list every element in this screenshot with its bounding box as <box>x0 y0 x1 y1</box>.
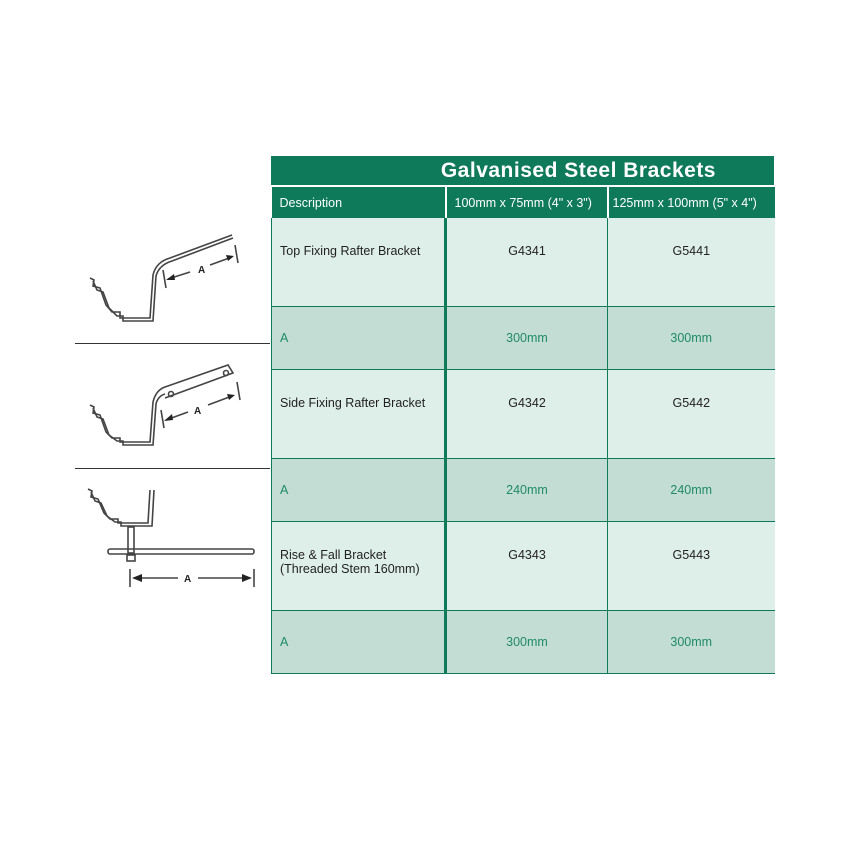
header-row: Description 100mm x 75mm (4" x 3") 125mm… <box>271 187 775 218</box>
code-cell: G4341 <box>444 218 608 307</box>
dimension-label: A <box>271 610 446 674</box>
table-row: Top Fixing Rafter Bracket G4341 G5441 <box>271 218 775 307</box>
description-cell: Rise & Fall Bracket(Threaded Stem 160mm) <box>271 521 446 611</box>
code-cell: G4343 <box>444 521 608 611</box>
description-cell: Top Fixing Rafter Bracket <box>271 218 446 307</box>
code-cell: G5443 <box>607 521 775 611</box>
top-fixing-bracket-diagram: A <box>89 234 239 322</box>
table-row: A 300mm 300mm <box>271 610 775 674</box>
divider <box>75 343 270 344</box>
dimension-label: A <box>271 458 446 522</box>
dimension-cell: 300mm <box>444 306 608 370</box>
dimension-cell: 300mm <box>444 610 608 674</box>
divider <box>75 468 270 469</box>
brackets-table: Description 100mm x 75mm (4" x 3") 125mm… <box>271 187 775 674</box>
code-cell: G5442 <box>607 369 775 459</box>
header-description: Description <box>271 187 446 218</box>
dimension-a-label: A <box>198 265 205 276</box>
code-cell: G4342 <box>444 369 608 459</box>
dimension-cell: 240mm <box>444 458 608 522</box>
header-size-125: 125mm x 100mm (5" x 4") <box>606 187 775 218</box>
description-line-1: Rise & Fall Bracket <box>280 548 387 562</box>
table-row: Rise & Fall Bracket(Threaded Stem 160mm)… <box>271 521 775 611</box>
rise-fall-bracket-diagram: A <box>87 488 255 587</box>
dimension-cell: 300mm <box>607 306 775 370</box>
dimension-cell: 240mm <box>607 458 775 522</box>
dimension-cell: 300mm <box>607 610 775 674</box>
table-row: A 300mm 300mm <box>271 306 775 370</box>
table-row: Side Fixing Rafter Bracket G4342 G5442 <box>271 369 775 459</box>
description-line-2: (Threaded Stem 160mm) <box>280 562 420 576</box>
description-cell: Side Fixing Rafter Bracket <box>271 369 446 459</box>
table-row: A 240mm 240mm <box>271 458 775 522</box>
header-size-100: 100mm x 75mm (4" x 3") <box>444 187 608 218</box>
dimension-label: A <box>271 306 446 370</box>
dimension-a-label: A <box>194 406 201 417</box>
dimension-a-label: A <box>184 574 191 585</box>
code-cell: G5441 <box>607 218 775 307</box>
side-fixing-bracket-diagram: A <box>89 364 241 446</box>
table-title: Galvanised Steel Brackets <box>271 156 774 185</box>
